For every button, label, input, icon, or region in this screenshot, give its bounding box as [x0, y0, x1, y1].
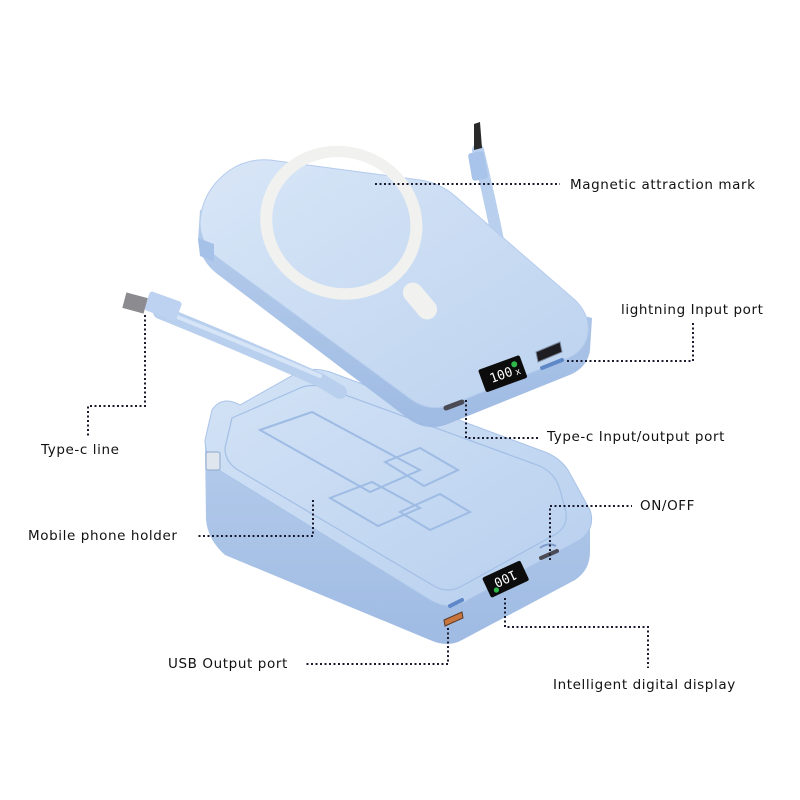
typec-connector-housing [144, 291, 182, 321]
label-typec-line: Type-c line [41, 442, 120, 458]
label-intelligent-digital-display: Intelligent digital display [553, 677, 736, 693]
power-button-icon [539, 543, 557, 549]
kickstand-outline-2 [327, 480, 423, 528]
led-dot [511, 361, 518, 368]
usb-port-icon [443, 611, 464, 627]
indicator-light [448, 598, 464, 608]
top-device-face [199, 159, 589, 409]
bottom-power-bank: 100 [204, 368, 593, 644]
top-cable-slot [198, 238, 214, 262]
bottom-cable-slot [205, 451, 221, 471]
label-lightning-input-port: lightning Input port [621, 302, 764, 318]
lightning-port [540, 358, 564, 370]
kickstand-outline-4 [397, 492, 473, 532]
callout-line-usb [304, 628, 449, 665]
label-on-off: ON/OFF [640, 498, 696, 514]
callout-lines [87, 183, 694, 668]
label-usb-output-port: USB Output port [168, 656, 288, 672]
top-power-bank: 100 x [198, 145, 592, 428]
label-mobile-phone-holder: Mobile phone holder [28, 528, 178, 544]
typec-cable [122, 291, 347, 399]
top-display: 100 x [478, 355, 527, 392]
top-typec-port [443, 399, 465, 411]
top-usb-port [535, 341, 563, 363]
magnetic-alignment-mark [402, 282, 438, 320]
magnetic-ring [260, 145, 423, 300]
label-magnetic-attraction-mark: Magnetic attraction mark [570, 177, 756, 193]
callout-line-holder [198, 500, 314, 537]
display-x-glyph: x [514, 367, 523, 378]
kickstand-outline-3 [382, 446, 461, 488]
bottom-device-face [204, 368, 593, 607]
callout-line-display [504, 598, 649, 668]
callout-line-typec-port [465, 400, 538, 439]
callout-line-onoff [549, 505, 632, 560]
typec-connector-tip [122, 292, 148, 314]
callout-line-lightning [567, 322, 694, 362]
label-typec-input-output-port: Type-c Input/output port [547, 429, 725, 445]
callout-line-typec-line [87, 315, 146, 436]
led-dot [493, 587, 500, 593]
lightning-connector-tip [474, 122, 482, 150]
bottom-display: 100 [482, 560, 529, 598]
kickstand-outline-1 [257, 410, 423, 494]
